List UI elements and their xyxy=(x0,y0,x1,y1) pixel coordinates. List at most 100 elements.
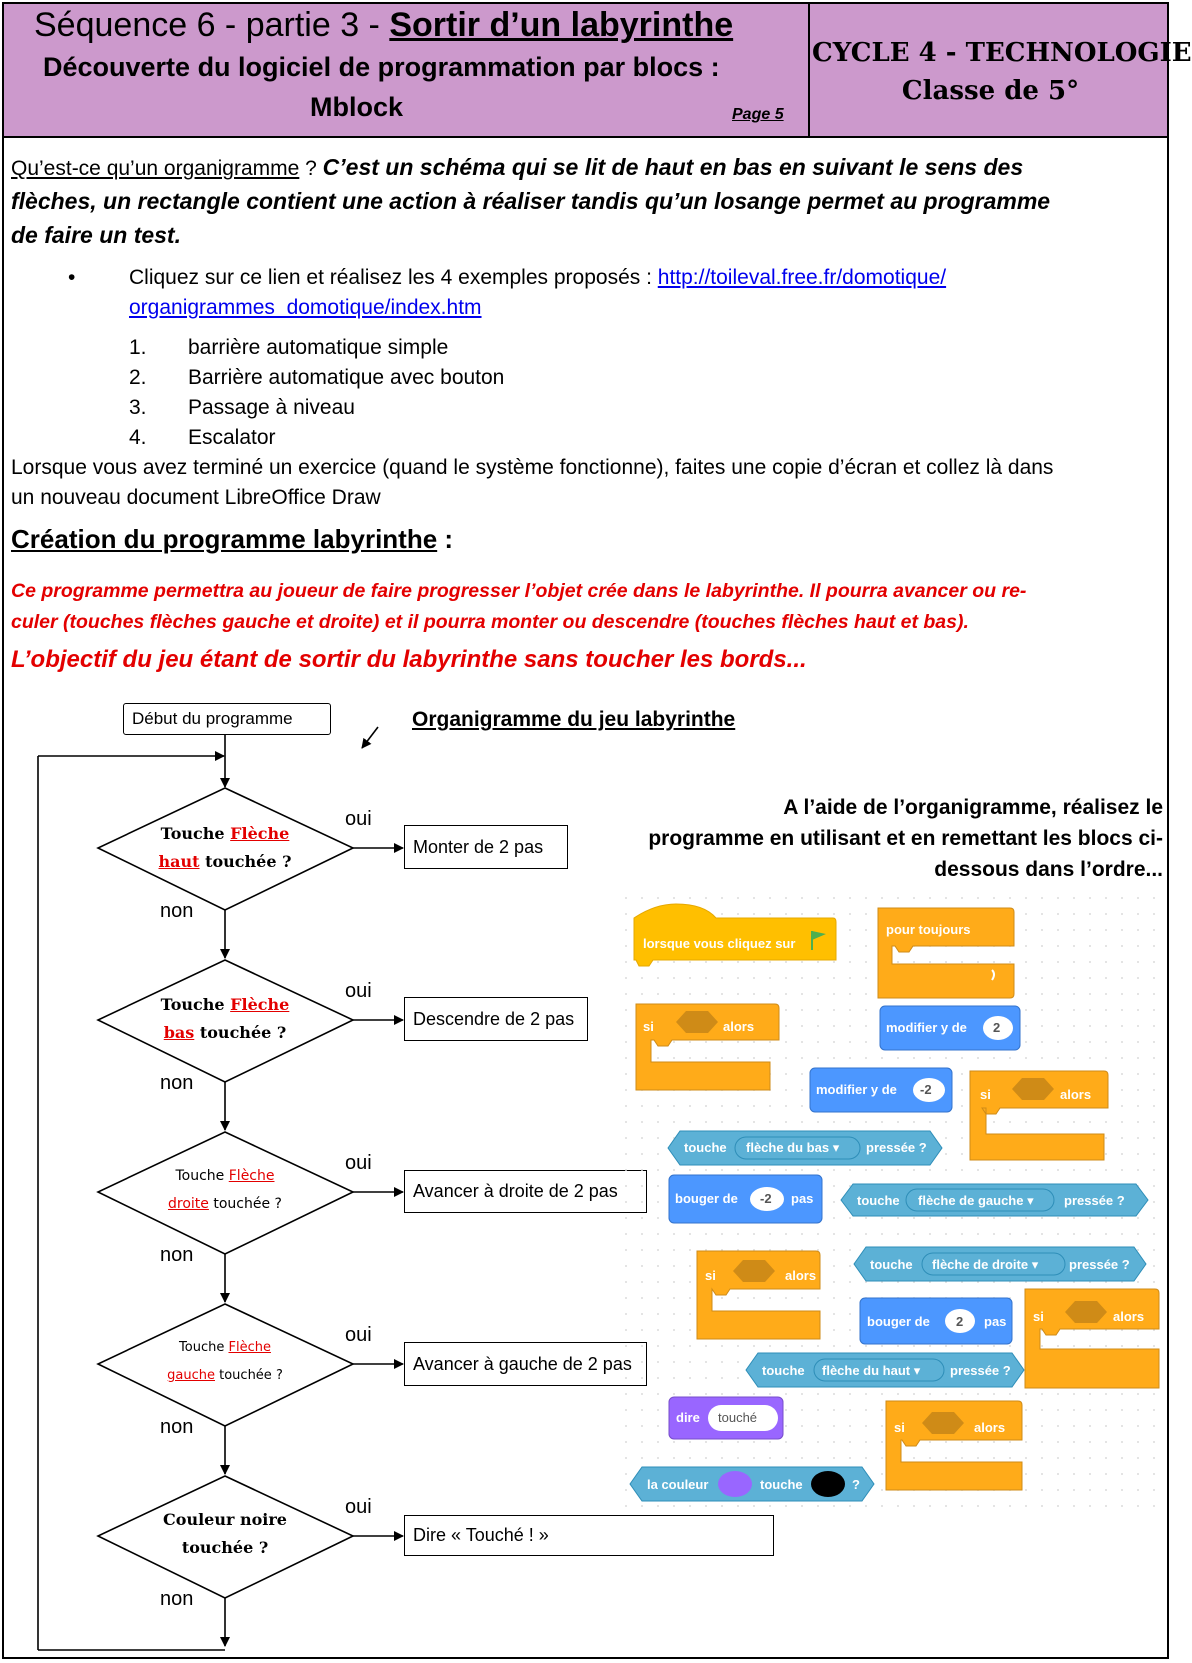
link-part2[interactable]: organigrammes_domotique/index.htm xyxy=(129,296,482,319)
example-num-3: 3. xyxy=(129,396,147,419)
test-right-b: Flèche xyxy=(228,1168,275,1184)
bullet-label: Cliquez sur ce lien et réalisez les 4 ex… xyxy=(129,266,658,289)
creation-title-wrap: Création du programme labyrinthe : xyxy=(11,524,453,555)
test-left-d: touchée ? xyxy=(215,1368,283,1383)
example-label-3: Passage à niveau xyxy=(188,396,355,419)
example-label-1: barrière automatique simple xyxy=(188,336,449,359)
sequence-label: Séquence 6 - partie 3 - xyxy=(34,6,390,44)
test-down-d: touchée ? xyxy=(194,1023,287,1042)
help-line2: programme en utilisant et en remettant l… xyxy=(648,827,1163,850)
sense-left-key: flèche de gauche ▾ xyxy=(918,1193,1034,1208)
test-right-c: droite xyxy=(168,1196,209,1212)
test-right-a: Touche xyxy=(175,1168,229,1184)
instruction-line1: Lorsque vous avez terminé un exercice (q… xyxy=(11,456,1054,479)
sense-left-pressed: pressée ? xyxy=(1064,1193,1125,1208)
test-down-c: bas xyxy=(163,1023,195,1042)
sense-down-touche: touche xyxy=(684,1140,727,1155)
example-label-2: Barrière automatique avec bouton xyxy=(188,366,505,389)
link-part1[interactable]: http://toileval.free.fr/domotique/ xyxy=(657,266,947,289)
move-plus-steps: pas xyxy=(984,1314,1007,1329)
action-up-box: Monter de 2 pas xyxy=(404,825,568,869)
answer-line2: flèches, un rectangle contient une actio… xyxy=(11,188,1051,214)
test-right-text: Touche Flèche droite touchée ? xyxy=(130,1162,320,1218)
sense-right-touche: touche xyxy=(870,1257,913,1272)
block-color-is: la couleur xyxy=(647,1477,709,1492)
color-q: ? xyxy=(852,1477,860,1492)
if-block-3 xyxy=(696,1250,821,1340)
if5-si: si xyxy=(894,1420,905,1435)
no-label-3: non xyxy=(160,1244,194,1266)
sense-down-key: flèche du bas ▾ xyxy=(746,1140,840,1155)
if1-alors: alors xyxy=(723,1019,755,1034)
subject-title: Sortir d’un labyrinthe xyxy=(389,6,734,44)
if-block-2 xyxy=(969,1070,1109,1161)
test-down-a: Touche xyxy=(160,995,231,1014)
yes-label-2: oui xyxy=(345,980,372,1002)
if-block-4 xyxy=(1024,1288,1160,1389)
help-line1: A l’aide de l’organigramme, réalisez le xyxy=(783,796,1163,819)
block-when-clicked: lorsque vous cliquez sur xyxy=(643,936,796,951)
block-change-y-plus: modifier y de xyxy=(886,1020,967,1035)
test-color-d: touchée ? xyxy=(181,1538,269,1557)
if3-alors: alors xyxy=(785,1268,817,1283)
test-color-text: Couleur noire touchée ? xyxy=(130,1506,320,1562)
test-left-b: Flèche xyxy=(228,1340,271,1355)
subtitle-line2: Mblock xyxy=(310,92,404,122)
creation-goal: L’objectif du jeu étant de sortir du lab… xyxy=(11,646,807,673)
help-line3: dessous dans l’ordre... xyxy=(934,858,1163,881)
instruction-line2: un nouveau document LibreOffice Draw xyxy=(11,486,381,509)
page-title: Séquence 6 - partie 3 - Sortir d’un laby… xyxy=(34,6,733,45)
test-left-c: gauche xyxy=(167,1368,215,1383)
creation-desc-line1: Ce programme permettra au joueur de fair… xyxy=(11,580,1027,602)
creation-desc-line2: culer (touches flèches gauche et droite)… xyxy=(11,611,969,633)
no-label-5: non xyxy=(160,1588,194,1610)
move-minus-steps: pas xyxy=(791,1191,814,1206)
intro-question: Qu’est-ce qu’un organigramme ? C’est un … xyxy=(11,154,1023,181)
sense-right-key: flèche de droite ▾ xyxy=(932,1257,1039,1272)
example-num-1: 1. xyxy=(129,336,147,359)
flowchart-title: Organigramme du jeu labyrinthe xyxy=(412,708,736,731)
creation-title: Création du programme labyrinthe xyxy=(11,524,438,554)
question-mark: ? xyxy=(299,157,323,180)
block-change-y-minus: modifier y de xyxy=(816,1082,897,1097)
action-right-box: Avancer à droite de 2 pas xyxy=(404,1170,647,1213)
color-touch-label: touche xyxy=(760,1477,803,1492)
answer-line1: C’est un schéma qui se lit de haut en ba… xyxy=(322,154,1024,180)
action-down-box: Descendre de 2 pas xyxy=(404,997,588,1041)
change-y-minus-value: -2 xyxy=(920,1082,932,1097)
test-up-d: touchée ? xyxy=(199,852,292,871)
bullet-dot: • xyxy=(68,266,76,289)
if1-si: si xyxy=(643,1019,654,1034)
subtitle-line1: Découverte du logiciel de programmation … xyxy=(43,52,720,82)
example-num-2: 2. xyxy=(129,366,147,389)
if5-alors: alors xyxy=(974,1420,1006,1435)
block-move-plus: bouger de xyxy=(867,1314,930,1329)
yes-label-3: oui xyxy=(345,1152,372,1174)
sense-up-touche: touche xyxy=(762,1363,805,1378)
block-forever: pour toujours xyxy=(886,922,971,937)
if-block-1 xyxy=(635,1003,780,1091)
block-move-minus: bouger de xyxy=(675,1191,738,1206)
sense-up-key: flèche du haut ▾ xyxy=(822,1363,921,1378)
test-up-b: Flèche xyxy=(230,824,290,843)
if4-si: si xyxy=(1033,1309,1044,1324)
no-label-4: non xyxy=(160,1416,194,1438)
sense-right-pressed: pressée ? xyxy=(1069,1257,1130,1272)
yes-label-4: oui xyxy=(345,1324,372,1346)
classe-label: Classe de 5° xyxy=(901,76,1080,106)
example-num-4: 4. xyxy=(129,426,147,449)
action-left-box: Avancer à gauche de 2 pas xyxy=(404,1342,647,1386)
test-right-d: touchée ? xyxy=(208,1196,282,1212)
if-block-5 xyxy=(885,1400,1023,1491)
bullet-text: Cliquez sur ce lien et réalisez les 4 ex… xyxy=(129,266,946,290)
if3-si: si xyxy=(705,1268,716,1283)
answer-line3: de faire un test. xyxy=(11,222,181,248)
example-label-4: Escalator xyxy=(188,426,276,449)
sense-up-pressed: pressée ? xyxy=(950,1363,1011,1378)
yes-label-1: oui xyxy=(345,808,372,830)
link-line2-wrap: organigrammes_domotique/index.htm xyxy=(129,296,482,320)
test-up-a: Touche xyxy=(160,824,231,843)
yes-label-5: oui xyxy=(345,1496,372,1518)
